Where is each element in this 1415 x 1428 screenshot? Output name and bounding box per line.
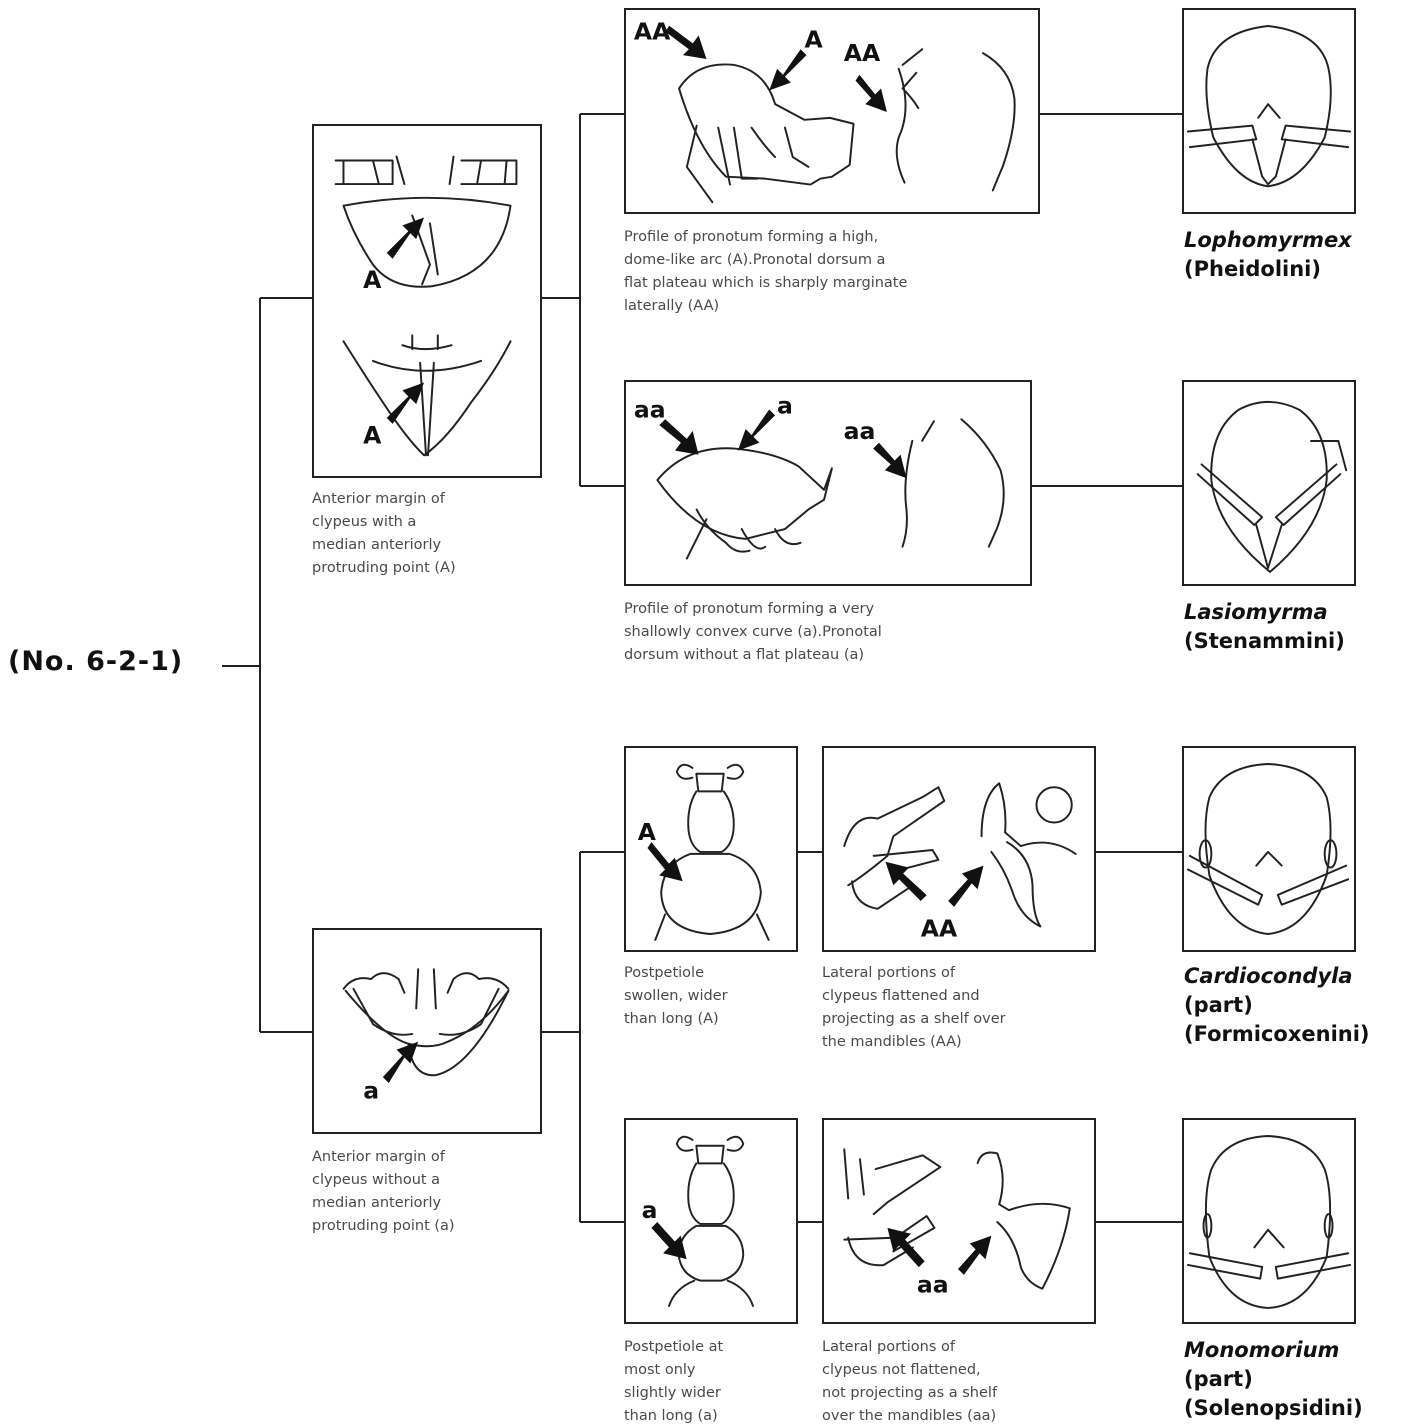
caption-line: shallowly convex curve (a).Pronotal [624,621,882,644]
clypeus-no-point-figure: a [312,928,542,1134]
taxon-cardiocondyla: Cardiocondyla (part) (Formicoxenini) [1184,962,1370,1049]
caption-line: median anteriorly [312,534,456,557]
clypeus-no-shelf-figure: aa [822,1118,1096,1324]
taxon-monomorium: Monomorium (part) (Solenopsidini) [1184,1336,1363,1423]
caption-line: median anteriorly [312,1192,455,1215]
caption-line: slightly wider [624,1382,723,1405]
caption-line: flat plateau which is sharply marginate [624,272,907,295]
caption-line: the mandibles (AA) [822,1031,1006,1054]
caption-line: swollen, wider [624,985,728,1008]
caption-line: clypeus with a [312,511,456,534]
caption-line: Postpetiole [624,962,728,985]
caption-line: than long (A) [624,1008,728,1031]
caption-pronotum-dome: Profile of pronotum forming a high, dome… [624,226,907,318]
caption-line: clypeus not flattened, [822,1359,997,1382]
caption-line: Profile of pronotum forming a very [624,598,882,621]
caption-clypeus-shelf: Lateral portions of clypeus flattened an… [822,962,1006,1054]
caption-line: protruding point (a) [312,1215,455,1238]
caption-line: clypeus flattened and [822,985,1006,1008]
caption-line: clypeus without a [312,1169,455,1192]
pronotum-shallow-figure: aa a aa [624,380,1032,586]
caption-line: Anterior margin of [312,488,456,511]
caption-line: than long (a) [624,1405,723,1428]
postpetiole-swollen-figure: A [624,746,798,952]
caption-line: over the mandibles (aa) [822,1405,997,1428]
caption-line: laterally (AA) [624,295,907,318]
label-aa-no-shelf: aa [917,1271,949,1299]
label-A-upper: A [363,266,382,294]
label-A-lower: A [363,421,382,449]
caption-line: (Stenammini) [1184,627,1345,656]
caption-line: Anterior margin of [312,1146,455,1169]
cardiocondyla-head-figure [1182,746,1356,952]
pronotum-dome-figure: AA A AA [624,8,1040,214]
caption-line: protruding point (A) [312,557,456,580]
caption-postpetiole-swollen: Postpetiole swollen, wider than long (A) [624,962,728,1031]
caption-line: dome-like arc (A).Pronotal dorsum a [624,249,907,272]
caption-clypeus-point: Anterior margin of clypeus with a median… [312,488,456,580]
label-AA-dome-left: AA [634,17,671,45]
caption-line: (part) [1184,991,1370,1020]
caption-line: not projecting as a shelf [822,1382,997,1405]
taxon-lasiomyrma: Lasiomyrma (Stenammini) [1184,598,1345,656]
caption-clypeus-no-shelf: Lateral portions of clypeus not flattene… [822,1336,997,1428]
caption-line: most only [624,1359,723,1382]
postpetiole-slight-figure: a [624,1118,798,1324]
clypeus-shelf-figure: AA [822,746,1096,952]
caption-line: projecting as a shelf over [822,1008,1006,1031]
label-a-shallow: a [777,391,793,419]
genus-lasiomyrma: Lasiomyrma [1184,598,1345,627]
label-a-clypeus: a [363,1077,379,1105]
taxon-lophomyrmex: Lophomyrmex (Pheidolini) [1184,226,1352,284]
caption-line: Lateral portions of [822,962,1006,985]
monomorium-head-figure [1182,1118,1356,1324]
root-couplet-label: (No. 6-2-1) [8,646,183,677]
caption-line: Postpetiole at [624,1336,723,1359]
caption-line: Lateral portions of [822,1336,997,1359]
label-AA-dome-right: AA [844,39,881,67]
genus-lophomyrmex: Lophomyrmex [1184,226,1352,255]
lasiomyrma-head-figure [1182,380,1356,586]
caption-line: dorsum without a flat plateau (a) [624,644,882,667]
caption-postpetiole-slight: Postpetiole at most only slightly wider … [624,1336,723,1428]
label-aa-shallow-left: aa [634,395,666,423]
caption-pronotum-shallow: Profile of pronotum forming a very shall… [624,598,882,667]
caption-clypeus-no-point: Anterior margin of clypeus without a med… [312,1146,455,1238]
label-A-postpetiole: A [638,818,657,846]
genus-monomorium: Monomorium [1184,1336,1363,1365]
lophomyrmex-head-figure [1182,8,1356,214]
caption-line: (Formicoxenini) [1184,1020,1370,1049]
label-AA-shelf: AA [921,914,958,942]
label-A-dome: A [805,25,824,53]
caption-line: (part) [1184,1365,1363,1394]
label-a-postpetiole: a [642,1196,658,1224]
clypeus-point-figure: A A [312,124,542,478]
caption-line: (Pheidolini) [1184,255,1352,284]
label-aa-shallow-right: aa [844,417,876,445]
caption-line: (Solenopsidini) [1184,1394,1363,1423]
genus-cardiocondyla: Cardiocondyla [1184,962,1370,991]
caption-line: Profile of pronotum forming a high, [624,226,907,249]
